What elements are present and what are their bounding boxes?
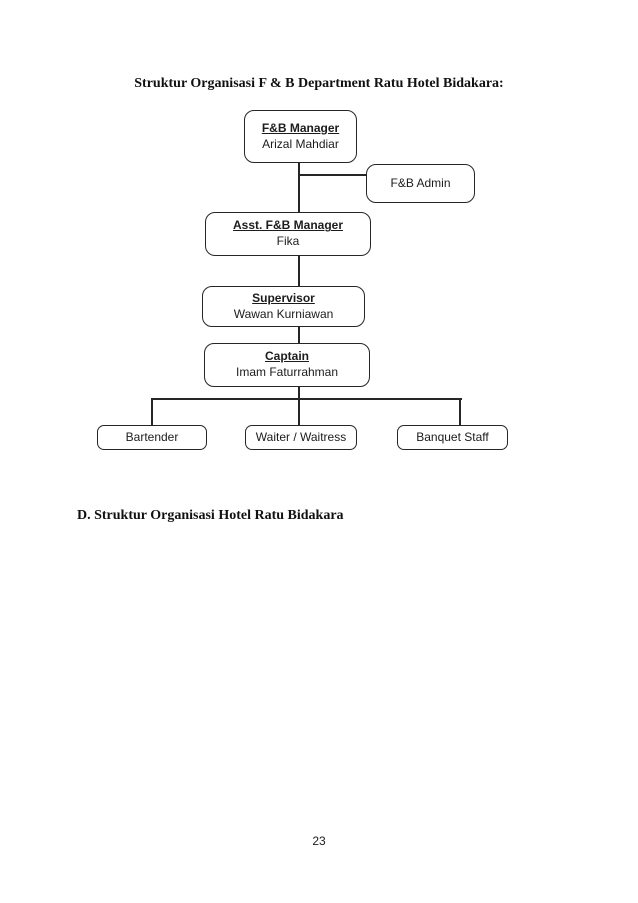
- org-node-waiter-waitress: Waiter / Waitress: [245, 425, 357, 450]
- connector-asst-down: [298, 256, 300, 287]
- org-node-title: Banquet Staff: [416, 429, 489, 444]
- connector-drop-banquet: [459, 398, 461, 426]
- org-node-title: F&B Manager: [261, 120, 340, 135]
- org-node-person: Arizal Mahdiar: [262, 136, 339, 151]
- org-node-asst-fb-manager: Asst. F&B Manager Fika: [205, 212, 371, 256]
- connector-captain-down: [298, 387, 300, 399]
- org-node-title: Asst. F&B Manager: [232, 218, 344, 233]
- org-node-title: Supervisor: [252, 290, 315, 305]
- page-number: 23: [312, 834, 326, 848]
- connector-manager-down: [298, 163, 300, 213]
- org-node-banquet-staff: Banquet Staff: [397, 425, 508, 450]
- org-node-title: F&B Admin: [390, 175, 451, 190]
- connector-drop-bartender: [151, 398, 153, 426]
- connector-bottom-bus: [152, 398, 462, 400]
- section-heading: D. Struktur Organisasi Hotel Ratu Bidaka…: [77, 508, 344, 523]
- connector-admin-branch: [299, 174, 366, 176]
- org-node-fb-admin: F&B Admin: [366, 164, 475, 203]
- connector-drop-waiter: [298, 398, 300, 426]
- org-node-fb-manager: F&B Manager Arizal Mahdiar: [244, 110, 357, 163]
- org-node-person: Wawan Kurniawan: [233, 306, 334, 321]
- org-node-supervisor: Supervisor Wawan Kurniawan: [202, 286, 365, 327]
- org-node-title: Bartender: [125, 429, 179, 444]
- connector-supervisor-down: [298, 327, 300, 344]
- org-node-captain: Captain Imam Faturrahman: [204, 343, 370, 387]
- org-node-bartender: Bartender: [97, 425, 207, 450]
- org-node-person: Fika: [276, 234, 300, 248]
- chart-title: Struktur Organisasi F & B Department Rat…: [134, 76, 504, 91]
- org-node-title: Waiter / Waitress: [255, 429, 347, 444]
- org-node-person: Imam Faturrahman: [235, 365, 339, 379]
- org-node-title: Captain: [264, 349, 309, 364]
